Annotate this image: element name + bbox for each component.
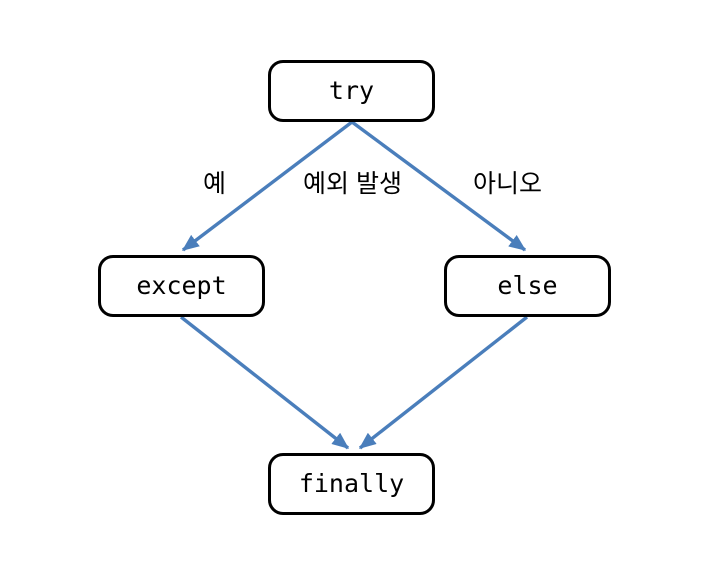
- edge-try-to-else: [350, 120, 527, 252]
- node-try-label: try: [328, 75, 375, 105]
- node-else[interactable]: else: [444, 255, 611, 317]
- node-except[interactable]: except: [98, 255, 265, 317]
- node-except-label: except: [136, 270, 227, 300]
- edge-label-no: 아니오: [473, 170, 543, 198]
- node-else-label: else: [497, 270, 558, 300]
- edge-label-yes: 예: [203, 170, 227, 198]
- node-try[interactable]: try: [268, 60, 435, 122]
- edge-label-exception-raised: 예외 발생: [303, 170, 402, 198]
- node-finally[interactable]: finally: [268, 453, 435, 515]
- edge-except-to-finally: [179, 315, 350, 450]
- edge-try-to-except: [181, 120, 354, 252]
- edge-else-to-finally: [358, 315, 529, 450]
- node-finally-label: finally: [298, 468, 405, 498]
